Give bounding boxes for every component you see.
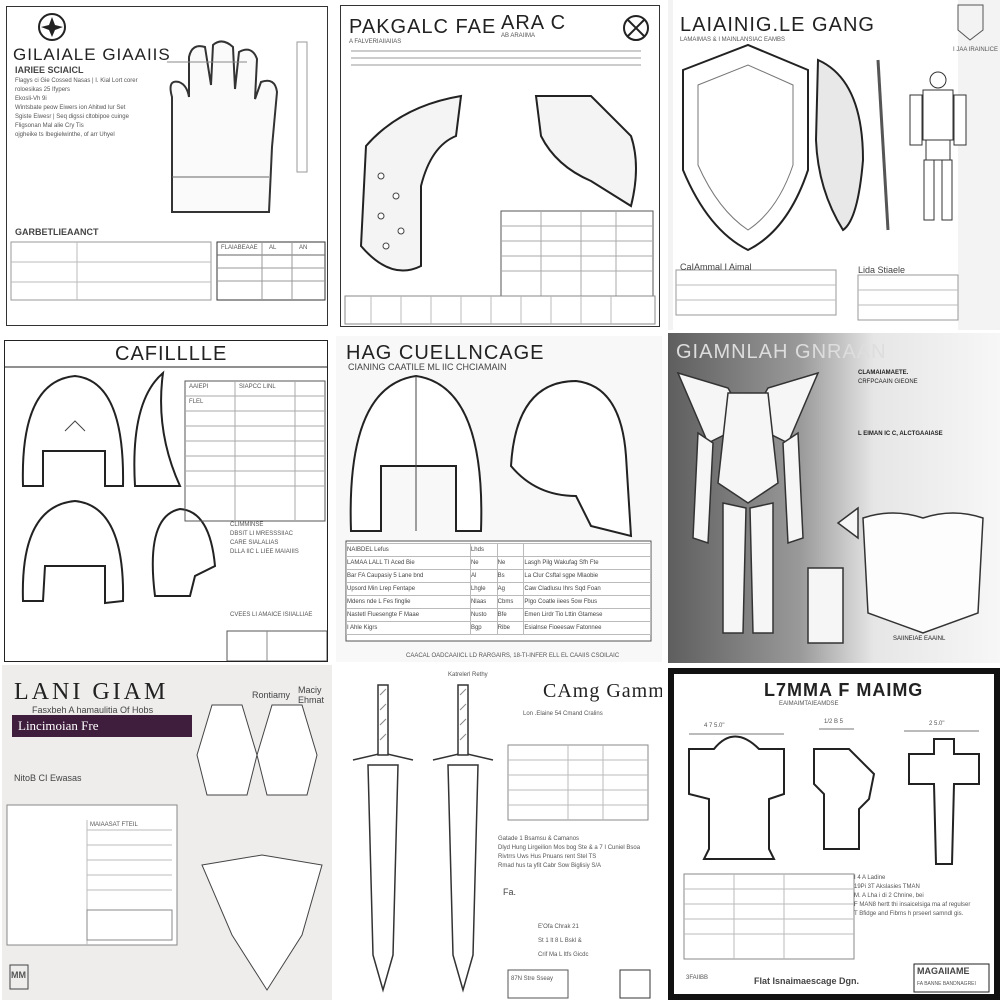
box-label: 87N Stre Sseay [511, 976, 554, 982]
panel-title: GIAMNLAH GNRAAN [676, 341, 887, 363]
notes: Gatade 1 Bsamsu & Camanos Dlyd Hung Lirg… [498, 835, 640, 871]
panel-title: PAKGALC FAE [349, 16, 497, 38]
bullet: Ekosli-Vh 9i [15, 96, 47, 102]
panel-subtitle: LAMAIMAS & I MAINLANSIAC EAMBS [680, 37, 786, 43]
bullet: Wintsbate peow Eiwers ion Ahitwd lur Set [15, 105, 126, 111]
note-line: M. A Lha i di 2 Chnine, bei [854, 893, 924, 899]
panel-subtitle: EAIMAIMTAIEAMDSE [779, 701, 839, 707]
table-header: MAIAASAT FTEIL [90, 822, 138, 828]
notes: I 4 A Ladine 19Pi 3T Akslasies TMAN M. A… [854, 874, 994, 919]
note-line: F MAN8 hertt thi insaicelsiga ma af regu… [854, 902, 971, 908]
footer-left: 3FAIIBB [686, 975, 709, 981]
label: Rontiamy [252, 690, 291, 700]
blueprint-helmet-a: CAFILLLLE AAIEPI SIAPCC LINL FLEL CLIMMI… [4, 340, 328, 662]
top-label: Katrelerl Rethy [448, 672, 488, 678]
dimension: 2 5.0" [929, 721, 945, 727]
footer-label: SAIINEIAE EAAINL [893, 636, 946, 642]
brand-subtitle: FA BANNE BANDNAGREI [917, 981, 976, 987]
bullet: Fligsonan Mal alie Cry Tis [15, 123, 84, 129]
panel-subtitle-secondary: AB ARAIIMA [501, 33, 536, 39]
badge-label: I JAA IRAINLICE [953, 47, 999, 53]
note-line: Gatade 1 Bsamsu & Camanos [498, 836, 580, 842]
armor-suit-drawing [676, 371, 984, 644]
panel-title: HAG CUELLNCAGE [346, 342, 545, 364]
label: Fa. [503, 887, 517, 897]
note-line: T Bfidge and Fibrns h prseerl samndl gis… [854, 911, 964, 917]
table-header: SIAPCC LINL [239, 384, 276, 390]
blueprint-pauldron: PAKGALC FAE ARA C A FALVERIAIIAIIAS AB A… [340, 5, 660, 327]
panel-title: LAIAINIG.LE GANG [680, 14, 875, 36]
dimension: 1/2 B 5 [824, 719, 844, 725]
panel-title: CAmg Gamms [543, 680, 662, 702]
bullet-list: Flagys ci Gie Cossed Nasas | I. Kial Lor… [15, 77, 165, 140]
note: Crif Ma L ltfs Gicdc [538, 952, 589, 958]
label: Maciy Ehmat [298, 685, 325, 705]
note: E'Ofa Chrak 21 [538, 924, 579, 930]
blueprint-armor-suit: GIAMNLAH GNRAAN CLAMAIAMAETE. CRFPCAAIN … [668, 333, 1000, 663]
table-header: AAIEPI [189, 384, 209, 390]
monogram-logo: MM [11, 970, 26, 980]
armor-sheet-drawing [6, 704, 323, 991]
bullet: roloesikas 25 Ifypers [15, 87, 71, 93]
note-line: Rivtrrs Uws Hus Pnuans rent Stel TS [498, 854, 597, 860]
panel-subtitle: Fasxbeh A hamaulitia Of Hobs [32, 705, 154, 715]
bullet: ojgheike ts Ibegielwinthe, of arr Uhyel [15, 132, 115, 138]
panel-subtitle: CIANING CAATILE ML IIC CHCIAMAIN [348, 362, 507, 372]
subheading: CRFPCAAIN GIEONE [858, 379, 918, 385]
bullet: Flagys ci Gie Cossed Nasas | I. Kial Lor… [15, 78, 138, 84]
caption: CaIAmmal I Aimal [680, 262, 752, 272]
helmet-drawing [5, 366, 327, 661]
note-line: Dlyd Hung Lirgeilion Mos bog Ste & a 7 I… [498, 845, 641, 851]
gauntlet-drawing [10, 13, 326, 301]
footer-label: GARBETLIEAANCT [15, 227, 99, 237]
note-line: 19Pi 3T Akslasies TMAN [854, 884, 920, 890]
table-header: AL [269, 245, 277, 251]
table-cell: FLEL [189, 399, 204, 405]
panel-subtitle: A FALVERIAIIAIIAS [349, 39, 402, 45]
panel-title: L7MMA F MAIMG [764, 680, 924, 700]
note-line: I 4 A Ladine [854, 875, 886, 881]
panel-subtitle: IARIEE SCIAICL [15, 65, 84, 75]
heading: CLAMAIAMAETE. [858, 370, 909, 376]
section-heading: NitoB CI Ewasas [14, 773, 82, 783]
panel-title-secondary: ARA C [501, 12, 567, 34]
blueprint-armor-plates: L7MMA F MAIMG EAIMAIMTAIEAMDSE 4 7 5.0" … [668, 668, 1000, 1000]
notes: CLIMMINSE DBSIT LI MRESSSIIAC CARE SIALA… [230, 522, 299, 555]
panel-title: LANI GIAM [14, 679, 169, 705]
shield-drawing [673, 0, 984, 330]
panel-title: CAFILLLLE [115, 343, 228, 365]
dimension: 4 7 5.0" [704, 723, 725, 729]
panel-title: GILAIALE GIAAIIS [13, 45, 171, 64]
heading-secondary: L EIMAN IC C, ALCTGAAIASE [858, 431, 943, 437]
table-header: AN [299, 245, 308, 251]
blueprint-helmet-b: HAG CUELLNCAGE CIANING CAATILE ML IIC CH… [336, 336, 662, 662]
panel-subtitle: Lon .Elaine 54 Cmand Cralins [523, 711, 603, 717]
plates-drawing [683, 728, 990, 993]
bullet: Sgiste Eiwesr | Seq digssi cltobipoe cui… [15, 114, 129, 120]
footer-label: CVEES LI AMAICE ISIIALLIAE [230, 612, 313, 618]
blueprint-shield: LAIAINIG.LE GANG LAMAIMAS & I MAINLANSIA… [668, 0, 1000, 330]
swords-drawing [352, 684, 651, 999]
section-band: Lincimoian Fre [12, 715, 192, 737]
blueprint-swords: Katrelerl Rethy CAmg Gamms Lon .Elaine 5… [338, 665, 662, 1000]
caption-secondary: Lida Stiaele [858, 265, 906, 275]
table-header: FLAIABEAAE [221, 245, 258, 251]
note: St 1 lt 8 L Bskl & [538, 938, 582, 944]
footer-label: Flat Isnaimaescage Dgn. [754, 976, 860, 986]
pauldron-drawing [344, 15, 656, 325]
note-line: Rmad hus ta yfit Cabr Sow Biglisiy S/A [498, 863, 602, 869]
blueprint-armor-sheet: LANI GIAM Fasxbeh A hamaulitia Of Hobs R… [2, 665, 332, 1000]
footer-label: CAACAL OADCAAIICL LD RARGAIRS, 18-TI-INF… [406, 653, 620, 659]
blueprint-gauntlet: GILAIALE GIAAIIS IARIEE SCIAICL Flagys c… [6, 6, 328, 326]
brand-label: MAGAIIAME [917, 966, 970, 976]
